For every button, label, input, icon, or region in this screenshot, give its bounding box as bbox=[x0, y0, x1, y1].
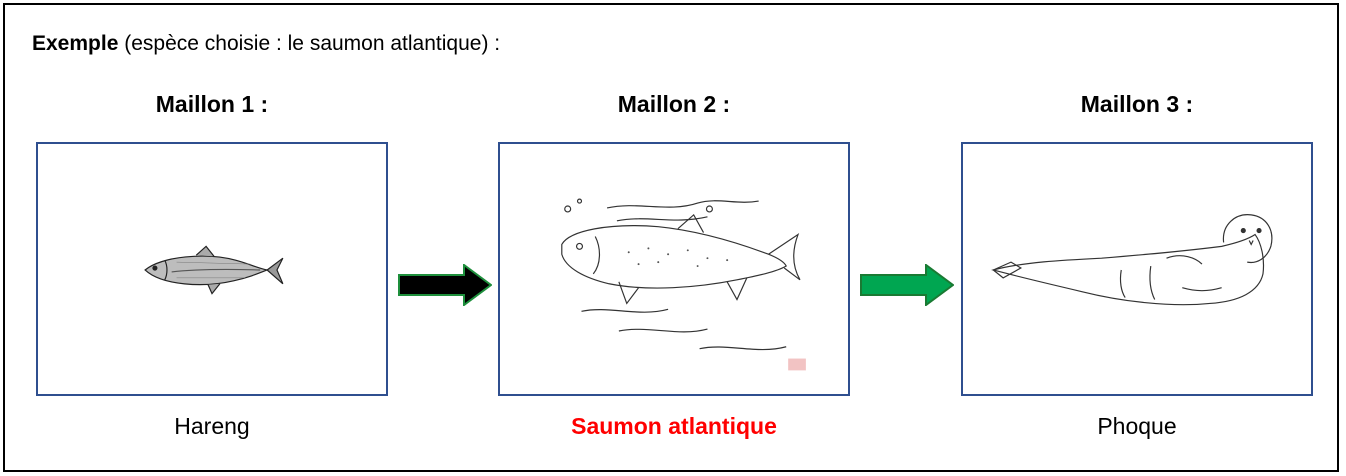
right-arrow-icon bbox=[398, 264, 492, 306]
link-2-species: Saumon atlantique bbox=[571, 413, 777, 439]
intro-text: Exemple (espèce choisie : le saumon atla… bbox=[32, 32, 500, 56]
link-3-label: Maillon 3 : bbox=[1080, 91, 1194, 117]
right-arrow-icon bbox=[860, 264, 954, 306]
intro-rest: (espèce choisie : le saumon atlantique) … bbox=[118, 32, 501, 55]
link-3-image-box bbox=[961, 142, 1313, 396]
link-1-label: Maillon 1 : bbox=[155, 91, 269, 117]
link-3-species: Phoque bbox=[1097, 413, 1177, 439]
link-1-image-box bbox=[36, 142, 388, 396]
seal-icon bbox=[991, 214, 1273, 306]
link-1-species: Hareng bbox=[174, 413, 250, 439]
intro-bold: Exemple bbox=[32, 32, 119, 55]
herring-icon bbox=[144, 245, 284, 295]
link-2-image-box bbox=[498, 142, 850, 396]
link-2-label: Maillon 2 : bbox=[617, 91, 731, 117]
arrow-2 bbox=[860, 264, 954, 306]
salmon-icon bbox=[561, 198, 806, 371]
arrow-1 bbox=[398, 264, 492, 306]
example-frame bbox=[3, 3, 1339, 472]
